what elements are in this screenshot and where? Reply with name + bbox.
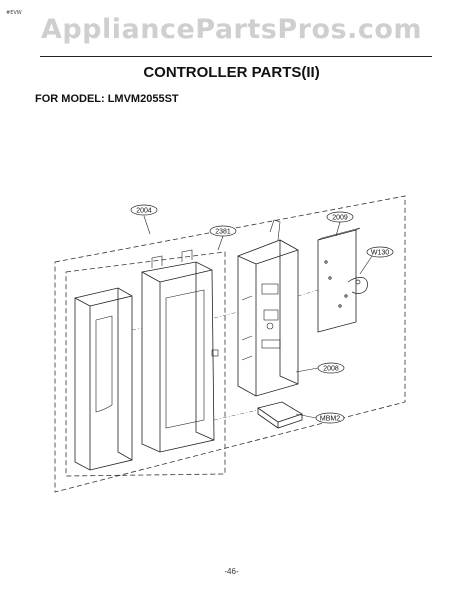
page-title: CONTROLLER PARTS(II) <box>143 64 320 81</box>
callout-2381: 2381 <box>209 225 237 237</box>
page-tag: #EVW <box>6 10 22 16</box>
callout-label: 2008 <box>323 366 339 373</box>
header-rule <box>40 56 432 57</box>
controller-housing <box>141 249 219 453</box>
callout-w130: W130 <box>366 246 394 258</box>
control-panel-front <box>74 287 133 471</box>
callout-label: W130 <box>371 250 389 257</box>
alignment-lines <box>131 289 319 421</box>
callout-label: 2009 <box>332 215 348 222</box>
callout-2009: 2009 <box>326 211 354 223</box>
watermark: AppliancePartsPros.com <box>40 14 423 45</box>
callout-label: 2004 <box>136 208 152 215</box>
page-number: -46- <box>224 567 239 576</box>
callout-2008: 2008 <box>317 362 345 374</box>
main-pcb <box>317 227 361 333</box>
outer-assembly-outline <box>54 195 406 493</box>
leader-lines <box>143 215 373 419</box>
wire-harness <box>347 277 368 294</box>
callout-2004: 2004 <box>130 204 158 216</box>
callout-label: MBM2 <box>320 416 340 423</box>
button-part <box>257 401 303 429</box>
callout-label: 2381 <box>215 229 231 236</box>
pcb-frame <box>237 219 299 397</box>
model-line: FOR MODEL: LMVM2055ST <box>35 93 179 105</box>
inner-assembly-outline <box>65 251 226 477</box>
callout-mbm2: MBM2 <box>315 412 345 424</box>
